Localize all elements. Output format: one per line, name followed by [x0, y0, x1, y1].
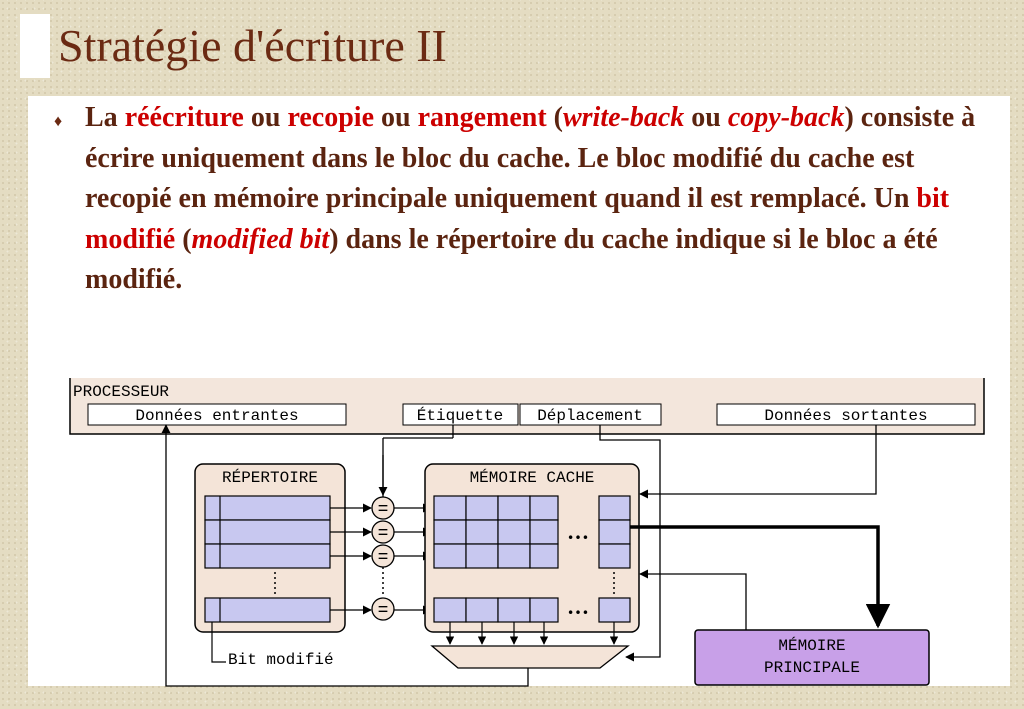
- directory-entry: [204, 495, 331, 521]
- memoire-principale-line1: MÉMOIRE: [778, 636, 845, 655]
- cache-cell: [598, 543, 631, 569]
- comparator-symbol: =: [378, 500, 389, 520]
- directory-entry: [204, 543, 331, 569]
- ellipsis: …: [567, 519, 589, 544]
- cache-cell: [465, 597, 499, 623]
- text-run: ou: [243, 102, 288, 133]
- deplacement-label: Déplacement: [537, 407, 643, 425]
- donnees-entrantes-box: [87, 403, 347, 426]
- text-run: La: [85, 102, 125, 133]
- memoire-cache-group: MÉMOIRE CACHE … …: [424, 463, 640, 645]
- memoire-cache-label: MÉMOIRE CACHE: [470, 468, 595, 487]
- cache-cell: [497, 543, 531, 569]
- directory-entry: [204, 597, 331, 623]
- title-accent-bar: [20, 14, 50, 78]
- processor-box: PROCESSEUR Données entrantes Étiquette D…: [69, 378, 985, 435]
- donnees-sortantes-box: [716, 403, 976, 426]
- etiquette-label: Étiquette: [417, 406, 503, 425]
- term-bit-modifie: bit modifié: [85, 183, 950, 255]
- cache-cell: [465, 495, 499, 521]
- text-run: ) consiste à écrire uniquement dans le b…: [85, 102, 976, 214]
- term-reecriture: réécriture: [124, 102, 244, 133]
- memoire-principale-box: [694, 629, 930, 686]
- multiplexer: [430, 645, 630, 669]
- text-run: ) dans le répertoire du cache indique si…: [85, 223, 938, 296]
- comparator-symbol: =: [378, 548, 389, 568]
- cache-cell: [433, 495, 467, 521]
- etiquette-box: [402, 403, 519, 426]
- comparator: [371, 597, 395, 621]
- comparator-symbol: =: [378, 601, 389, 621]
- connections: [161, 424, 877, 687]
- term-copy-back: copy-back: [727, 102, 845, 133]
- comparator-symbol: =: [378, 524, 389, 544]
- bullet-marker: ♦: [54, 113, 63, 130]
- repertoire-group: RÉPERTOIRE: [194, 463, 346, 633]
- donnees-entrantes-label: Données entrantes: [135, 407, 298, 425]
- bullet-paragraph: La réécriture ou recopie ou rangement (w…: [85, 98, 990, 301]
- cache-cell: [598, 495, 631, 521]
- cache-cell: [598, 597, 631, 623]
- cache-cell: [465, 543, 499, 569]
- ellipsis: …: [567, 594, 589, 619]
- cache-cell: [497, 495, 531, 521]
- cache-cell: [529, 543, 559, 569]
- text-run: ou: [684, 102, 728, 133]
- cache-cell: [433, 597, 467, 623]
- cache-cell: [529, 495, 559, 521]
- cache-cell: [433, 543, 467, 569]
- slide-title: Stratégie d'écriture II: [58, 20, 447, 71]
- bit-modifie-callout: Bit modifié: [211, 622, 334, 669]
- term-modified-bit: modified bit: [191, 223, 330, 255]
- directory-entry: [204, 519, 331, 545]
- donnees-sortantes-label: Données sortantes: [764, 407, 927, 425]
- memoire-principale-line2: PRINCIPALE: [764, 659, 860, 677]
- cache-cell: [433, 519, 467, 545]
- cache-cell: [598, 519, 631, 545]
- term-rangement: rangement: [417, 102, 547, 133]
- cache-cell: [529, 519, 559, 545]
- cache-cell: [497, 597, 531, 623]
- text-run: ou: [374, 102, 418, 133]
- term-write-back: write-back: [562, 102, 685, 133]
- cache-cell: [497, 519, 531, 545]
- term-recopie: recopie: [287, 102, 374, 133]
- text-run: (: [546, 102, 563, 133]
- cache-cell: [465, 519, 499, 545]
- comparators: = = = =: [330, 425, 454, 621]
- bit-modifie-label: Bit modifié: [228, 651, 334, 669]
- text-run: (: [175, 223, 192, 255]
- deplacement-box: [519, 403, 662, 426]
- write-back-path: [630, 525, 891, 629]
- repertoire-label: RÉPERTOIRE: [222, 468, 318, 487]
- cache-cell: [529, 597, 559, 623]
- processeur-label: PROCESSEUR: [73, 383, 169, 401]
